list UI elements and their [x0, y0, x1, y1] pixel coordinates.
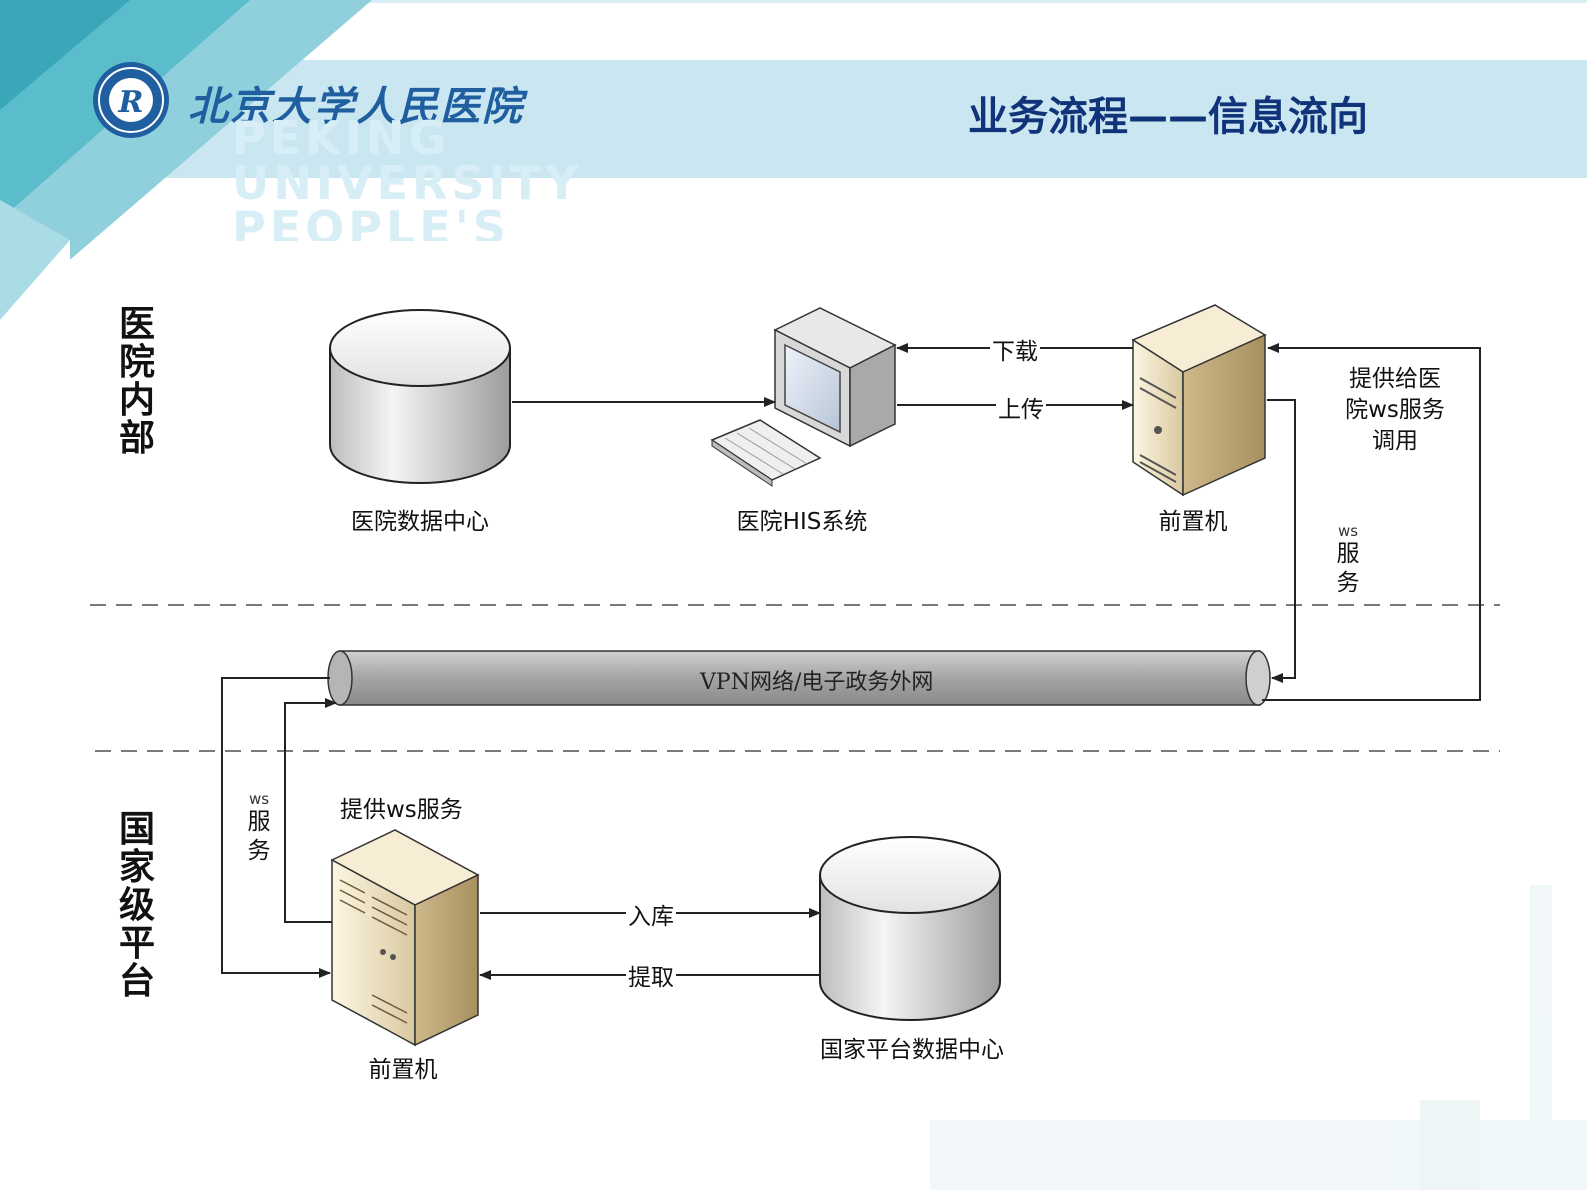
annotation-provide-ws: 提供ws服务: [340, 797, 463, 823]
annotation-line-2: 院ws服务: [1345, 397, 1445, 423]
annotation-line-3: 调用: [1372, 428, 1418, 454]
watermark-line-2: UNIVERSITY: [232, 156, 583, 210]
vpn-pipe-icon: [327, 650, 1271, 706]
watermark-line-3: PEOPLE'S: [232, 205, 510, 241]
edge-label-store: 入库: [626, 897, 676, 931]
ws-text-left: ws: [248, 790, 270, 808]
top-line: [0, 0, 1587, 3]
section-label-hospital: 医院内部: [112, 305, 162, 457]
arrow-vpn-to-frontmachine: [1262, 343, 1481, 701]
svg-text:R: R: [118, 85, 144, 120]
national-data-center-icon: [819, 836, 1001, 1021]
watermark-line-1: PEKING: [232, 111, 451, 165]
his-computer-icon: [710, 307, 897, 487]
section-label-national-text: 国家级平台: [118, 808, 155, 1002]
label-front-machine-bottom: 前置机: [368, 1057, 438, 1083]
annotation-ws-service-right: ws 服 务: [1333, 522, 1363, 598]
ws-char-right-2: 务: [1336, 570, 1360, 596]
edge-label-upload: 上传: [996, 390, 1046, 424]
annotation-line-1: 提供给医: [1349, 366, 1441, 392]
label-national-data-center: 国家平台数据中心: [820, 1037, 1004, 1063]
ws-char-right-1: 服: [1336, 541, 1360, 567]
hospital-seal-icon: R: [93, 62, 169, 138]
teal-triangle-small: [0, 0, 130, 110]
edge-label-download: 下载: [990, 332, 1040, 366]
ws-char-left-2: 务: [247, 838, 271, 864]
edge-label-extract: 提取: [626, 958, 676, 992]
hospital-logo-text: 北京大学人民医院: [188, 83, 524, 130]
front-machine-bottom-icon: [330, 829, 480, 1047]
annotation-ws-service-left: ws 服 务: [244, 790, 274, 866]
annotation-provide-ws-to-hospital: 提供给医 院ws服务 调用: [1335, 364, 1455, 457]
arrow-vpn-to-bottom-frontmachine: [221, 677, 331, 978]
ws-text-right: ws: [1337, 522, 1359, 540]
arrow-bottom-frontmachine-to-vpn: [284, 698, 337, 923]
slide-title: 业务流程——信息流向: [968, 94, 1368, 140]
front-machine-top-icon: [1131, 304, 1267, 497]
arrow-frontmachine-to-vpn: [1267, 399, 1296, 683]
building-watermark: [930, 885, 1587, 1190]
hospital-data-center-icon: [329, 309, 511, 484]
vpn-network-label: VPN网络/电子政务外网: [700, 670, 934, 695]
section-label-hospital-text: 医院内部: [118, 303, 155, 459]
label-hospital-data-center: 医院数据中心: [351, 509, 489, 535]
teal-triangle-tail: [0, 200, 70, 320]
ws-char-left-1: 服: [247, 809, 271, 835]
label-front-machine-top: 前置机: [1158, 509, 1228, 535]
label-hospital-his: 医院HIS系统: [736, 509, 868, 535]
section-label-national: 国家级平台: [112, 810, 162, 1000]
